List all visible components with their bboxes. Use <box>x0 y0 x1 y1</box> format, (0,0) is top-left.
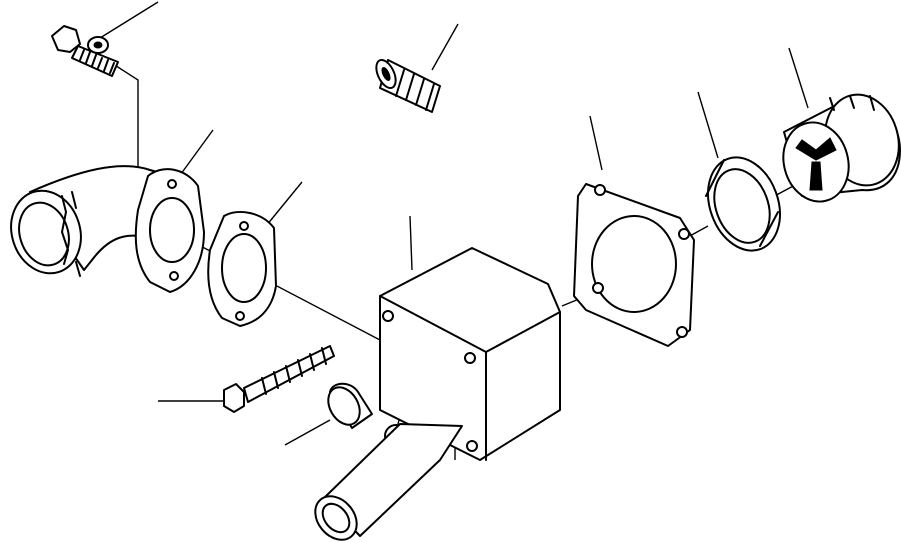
grooved-plug-icon <box>375 58 441 113</box>
thermostat-icon <box>782 93 901 203</box>
thermostat-housing-icon <box>379 247 561 461</box>
leader-seal-ring <box>697 91 719 159</box>
flange-gasket-icon <box>207 211 277 327</box>
leader-housing <box>409 215 413 271</box>
axis-bolt-to-elbow <box>109 61 139 168</box>
square-gasket-icon <box>573 183 695 347</box>
long-bolt-icon <box>223 345 335 413</box>
leader-flange-gasket <box>265 181 303 227</box>
leader-grooved-plug <box>431 23 459 71</box>
hose-nipple-icon <box>314 423 463 541</box>
leader-elbow-gasket <box>177 129 214 179</box>
elbow-gasket-icon <box>134 168 205 293</box>
leader-plug <box>284 419 331 446</box>
bolt-with-washer-icon <box>51 25 119 77</box>
seal-ring-icon <box>705 156 781 252</box>
elbow-pipe-icon <box>10 165 173 277</box>
leader-bolt-top <box>99 1 159 39</box>
leader-thermostat <box>788 47 809 109</box>
leader-square-gasket <box>589 115 603 171</box>
